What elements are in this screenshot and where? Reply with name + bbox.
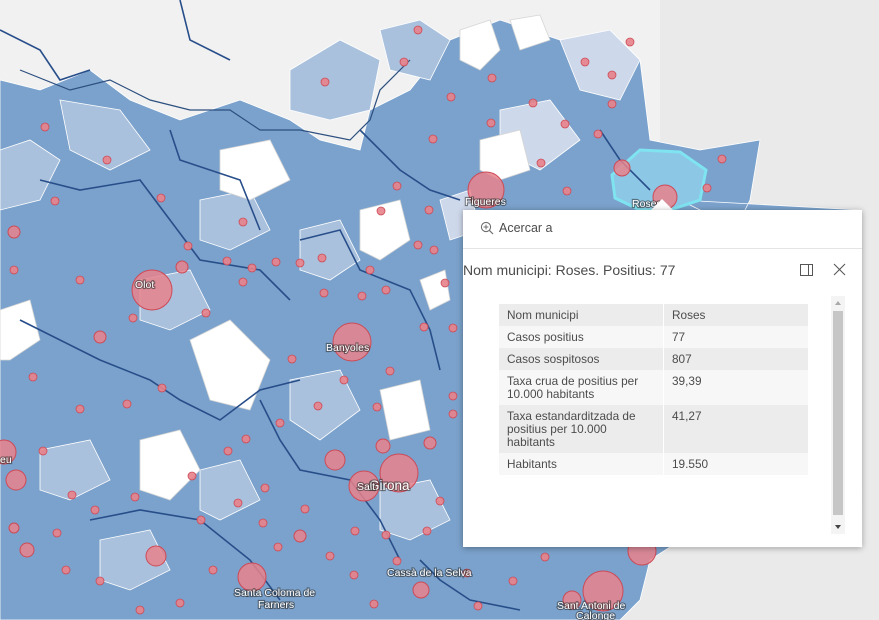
light-districts	[0, 19, 641, 591]
label-banyoles: Banyoles	[326, 342, 369, 354]
label-olot: Olot	[135, 279, 154, 291]
label-cassa: Cassà de la Selva	[387, 567, 472, 579]
city-labels: Figueres Roses Olot Banyoles Girona Salt…	[0, 195, 663, 620]
close-icon	[833, 263, 846, 276]
attribute-name: Habitants	[499, 453, 664, 475]
label-santa-coloma-1: Santa Coloma de	[234, 587, 315, 599]
popup-title: Nom municipi: Roses. Positius: 77	[463, 262, 676, 278]
label-sant-antoni-1: Sant Antoni de	[557, 600, 625, 612]
attribute-name: Casos positius	[499, 326, 664, 348]
table-row: Nom municipi Roses	[499, 304, 808, 326]
table-row: Taxa estandarditzada de positius per 10.…	[499, 405, 808, 453]
popup: Acercar a Nom municipi: Roses. Positius:…	[463, 210, 862, 547]
attributes-table: Nom municipi Roses Casos positius 77 Cas…	[499, 304, 808, 475]
zoom-to-button[interactable]: Acercar a	[480, 221, 553, 235]
scroll-down-icon[interactable]	[831, 522, 845, 532]
popup-content: Nom municipi Roses Casos positius 77 Cas…	[499, 304, 811, 475]
popup-actions: Acercar a	[463, 210, 862, 249]
province-boundary	[19, 59, 411, 141]
attribute-value: 807	[663, 348, 808, 370]
table-row: Habitants 19.550	[499, 453, 808, 475]
small-bubbles	[9, 25, 727, 615]
attribute-value: Roses	[663, 304, 808, 326]
attribute-name: Nom municipi	[499, 304, 664, 326]
label-santa-coloma-2: Farners	[258, 599, 294, 611]
zoom-in-icon	[480, 221, 494, 235]
label-sant-antoni-2: Calonge	[576, 610, 615, 620]
attribute-value: 19.550	[663, 453, 808, 475]
table-row: Casos positius 77	[499, 326, 808, 348]
popup-pointer	[650, 199, 674, 211]
label-girona: Girona	[369, 478, 410, 493]
label-edge: eu	[0, 454, 12, 466]
scroll-up-icon[interactable]	[831, 298, 845, 308]
close-button[interactable]	[833, 263, 846, 281]
attribute-name: Taxa crua de positius per 10.000 habitan…	[499, 370, 664, 405]
attribute-value: 77	[663, 326, 808, 348]
scroll-thumb[interactable]	[833, 311, 843, 515]
attribute-name: Taxa estandarditzada de positius per 10.…	[499, 405, 664, 453]
dock-button[interactable]	[800, 263, 813, 281]
attribute-value: 41,27	[663, 405, 808, 453]
popup-scrollbar[interactable]	[831, 296, 845, 534]
label-salt: Salt	[357, 481, 375, 493]
label-figueres: Figueres	[465, 196, 506, 208]
table-row: Taxa crua de positius per 10.000 habitan…	[499, 370, 808, 405]
dock-icon	[800, 264, 813, 276]
case-bubbles	[0, 159, 678, 612]
zoom-to-label: Acercar a	[499, 221, 553, 235]
selected-municipality-roses[interactable]	[610, 148, 708, 212]
attribute-value: 39,39	[663, 370, 808, 405]
table-row: Casos sospitosos 807	[499, 348, 808, 370]
white-districts	[0, 14, 551, 501]
attribute-name: Casos sospitosos	[499, 348, 664, 370]
